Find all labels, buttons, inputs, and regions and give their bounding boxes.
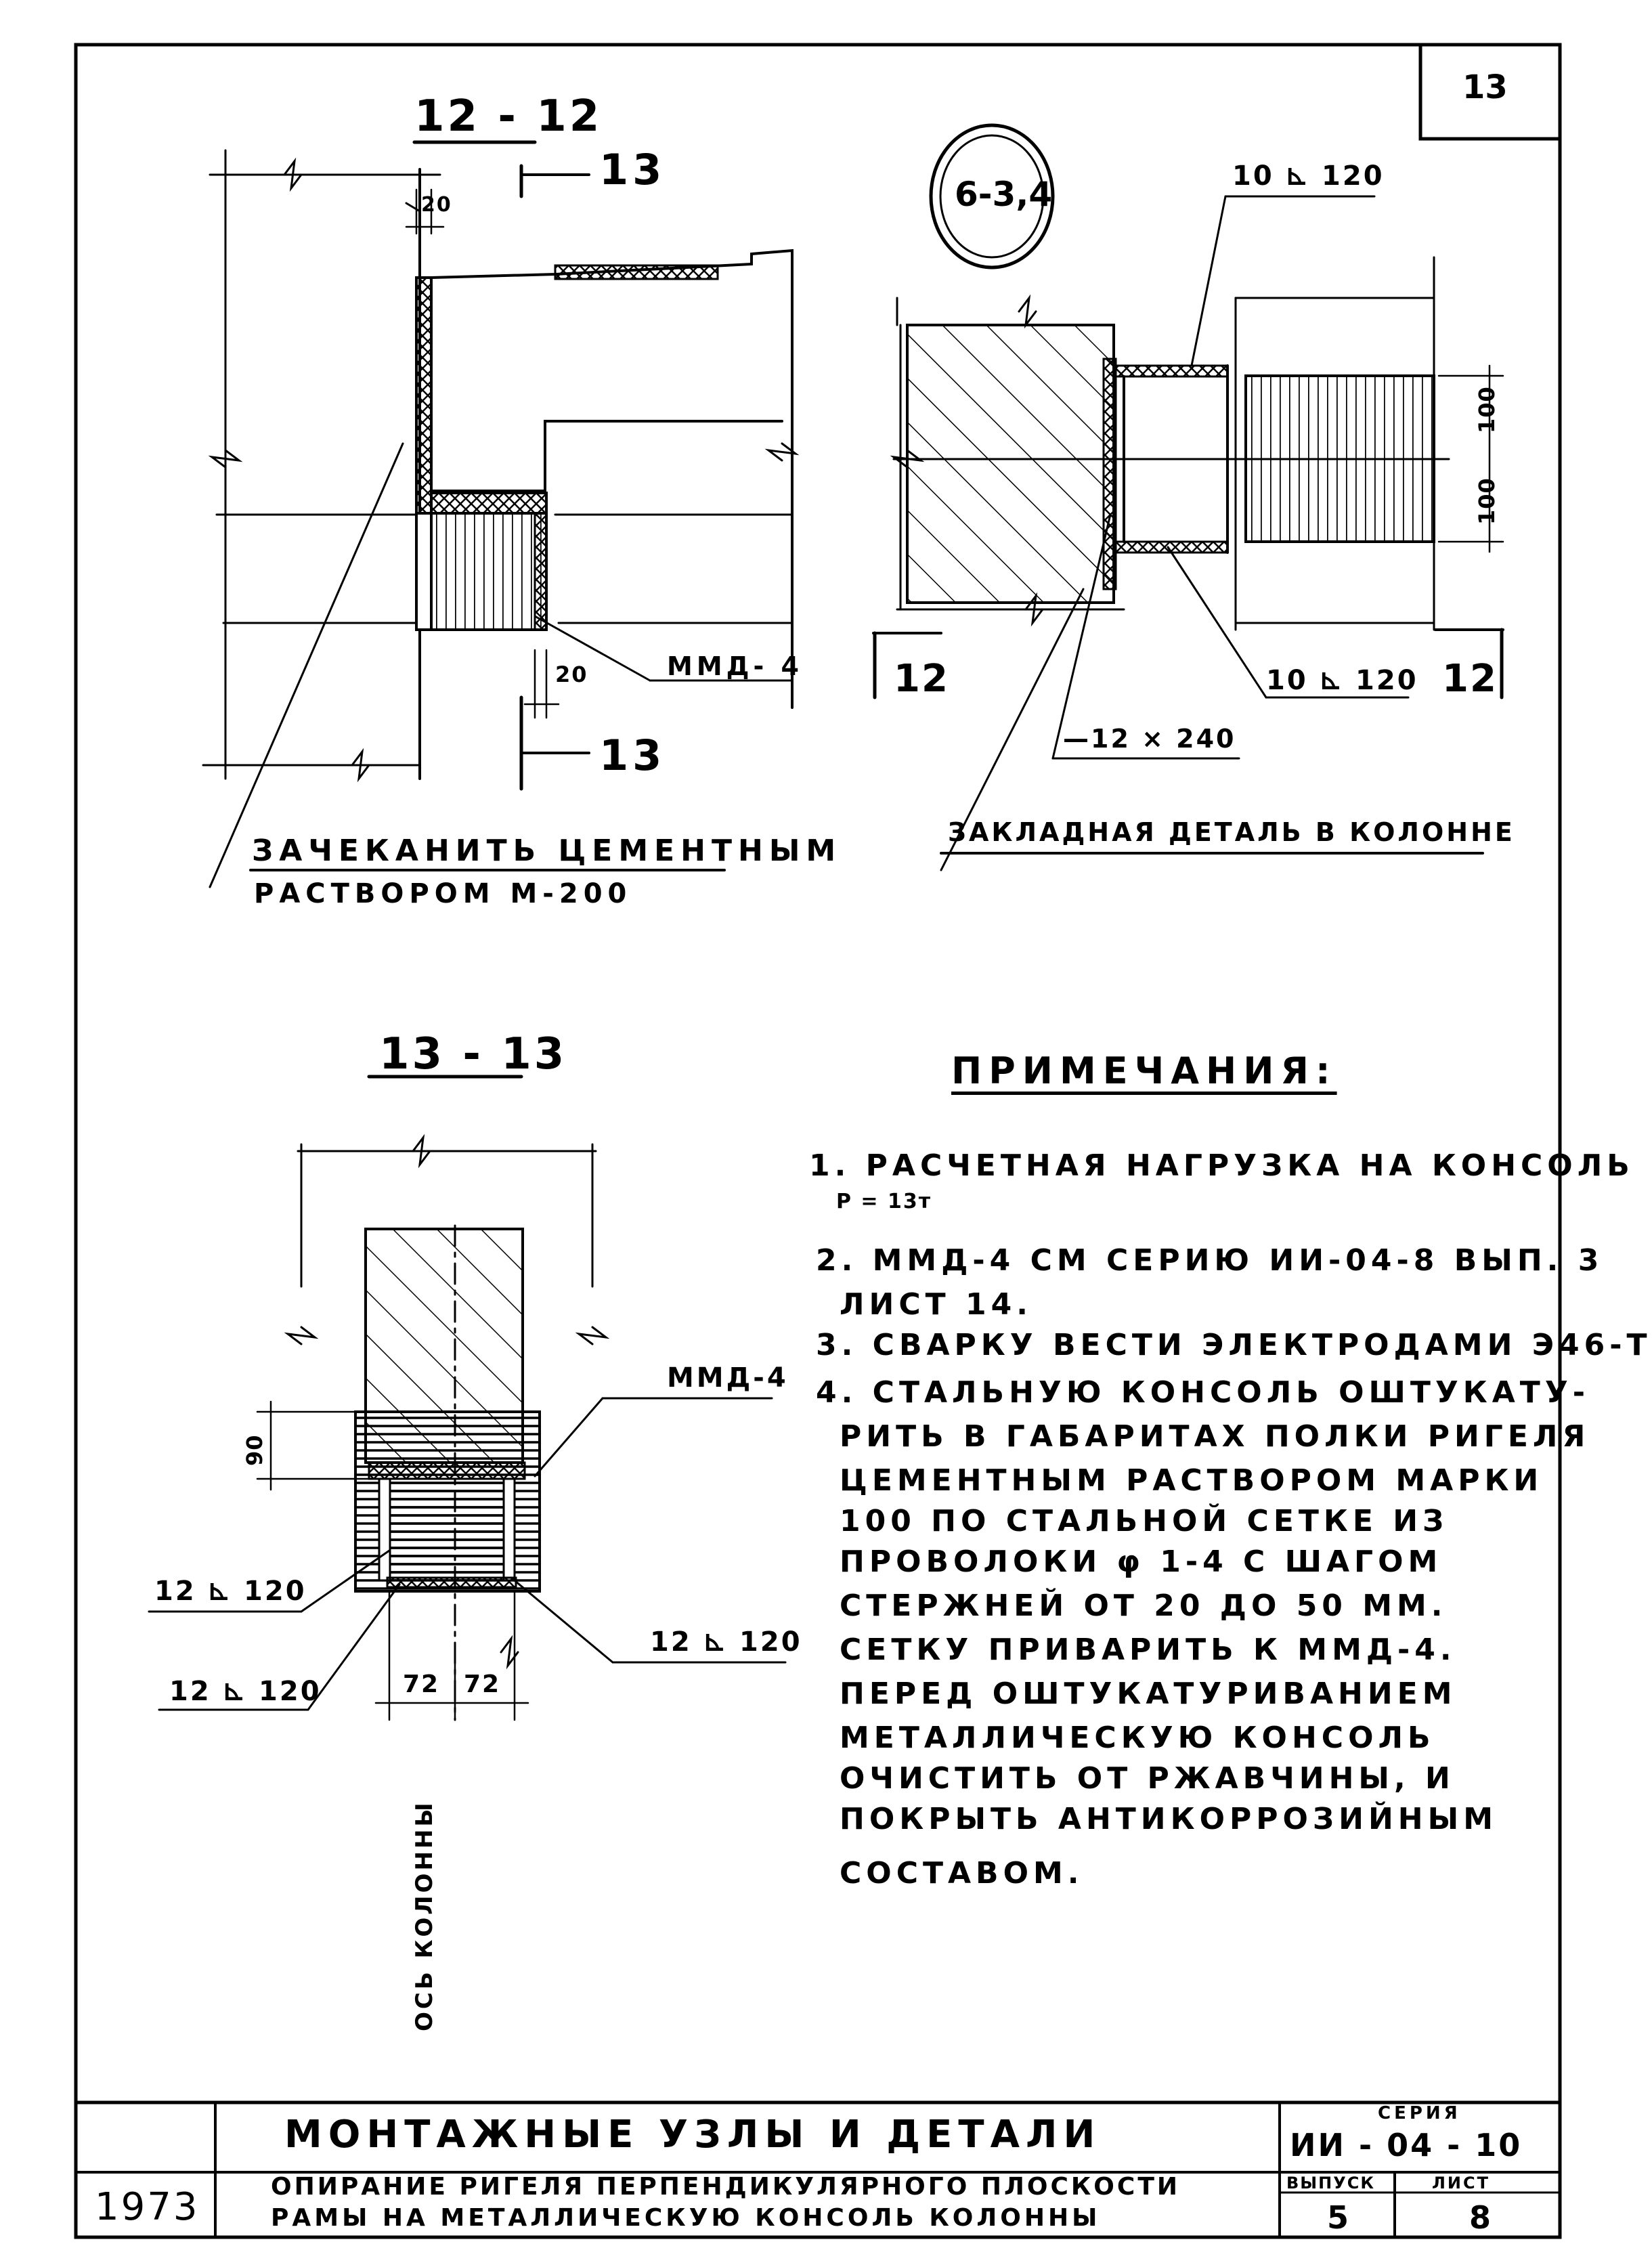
note-line-7: ЦЕМЕНТНЫМ РАСТВОРОМ МАРКИ	[840, 1463, 1544, 1498]
weld-bottom-label: 10 ⊾ 120	[1266, 665, 1418, 696]
dim-72-left: 72	[403, 1670, 440, 1698]
node-circle-label: 6-3,4	[955, 175, 1053, 214]
note-line-16: СОСТАВОМ.	[840, 1856, 1084, 1891]
weld-left-upper: 12 ⊾ 120	[154, 1576, 307, 1607]
sheet-value: 8	[1469, 2199, 1492, 2236]
dim-20-bottom: 20	[555, 662, 588, 687]
note-line-6: РИТЬ В ГАБАРИТАХ ПОЛКИ РИГЕЛЯ	[840, 1419, 1590, 1454]
issue-value: 5	[1327, 2199, 1349, 2236]
section-12-title: 12 - 12	[414, 91, 603, 142]
label-mmd-section-13: ММД-4	[667, 1362, 789, 1394]
note-line-1: 1. РАСЧЕТНАЯ НАГРУЗКА НА КОНСОЛЬ	[809, 1148, 1634, 1183]
caulk-note-line1: ЗАЧЕКАНИТЬ ЦЕМЕНТНЫМ	[252, 834, 842, 868]
section-13-title: 13 - 13	[379, 1029, 567, 1079]
issue-label: ВЫПУСК	[1286, 2174, 1375, 2193]
note-line-2: 2. ММД-4 СМ СЕРИЮ ИИ-04-8 ВЫП. 3	[816, 1243, 1604, 1278]
embedded-part-label: ЗАКЛАДНАЯ ДЕТАЛЬ В КОЛОННЕ	[948, 817, 1515, 847]
section-12-12	[202, 140, 800, 888]
weld-top-label: 10 ⊾ 120	[1232, 160, 1385, 192]
series-label: СЕРИЯ	[1378, 2103, 1461, 2123]
series-value: ИИ - 04 - 10	[1290, 2127, 1523, 2163]
note-line-3: ЛИСТ 14.	[840, 1287, 1032, 1322]
plate-label: —12 × 240	[1063, 724, 1236, 754]
note-line-9: ПРОВОЛОКИ φ 1-4 С ШАГОМ	[840, 1545, 1443, 1579]
title-main: МОНТАЖНЫЕ УЗЛЫ И ДЕТАЛИ	[284, 2113, 1102, 2157]
section-13-13	[148, 1075, 787, 1721]
note-line-15: ПОКРЫТЬ АНТИКОРРОЗИЙНЫМ	[840, 1802, 1498, 1836]
cut-label-12-right: 12	[1442, 657, 1498, 701]
note-line-10: СТЕРЖНЕЙ ОТ 20 ДО 50 ММ.	[840, 1589, 1448, 1623]
dim-100-bottom: 100	[1474, 477, 1500, 525]
label-mmd-section-12: ММД- 4	[667, 651, 803, 681]
dim-20-top: 20	[421, 193, 452, 217]
sheet-number: 13	[1462, 68, 1508, 106]
sheet-frame	[74, 43, 1562, 2239]
node-6-detail	[872, 123, 1504, 871]
cut-label-13-bottom: 13	[599, 731, 666, 780]
note-line-14: ОЧИСТИТЬ ОТ РЖАВЧИНЫ, И	[840, 1761, 1455, 1796]
note-load-value: Р = 13т	[836, 1190, 932, 1213]
note-line-5: 4. СТАЛЬНУЮ КОНСОЛЬ ОШТУКАТУ-	[816, 1375, 1590, 1410]
note-line-11: СЕТКУ ПРИВАРИТЬ К ММД-4.	[840, 1633, 1456, 1667]
dim-90: 90	[242, 1434, 267, 1466]
cut-label-13-top: 13	[599, 145, 666, 194]
note-line-4: 3. СВАРКУ ВЕСТИ ЭЛЕКТРОДАМИ Э46-Т	[816, 1328, 1652, 1362]
caulk-note-line2: РАСТВОРОМ М-200	[254, 878, 632, 909]
title-block	[76, 2100, 1560, 2237]
notes-heading: ПРИМЕЧАНИЯ:	[951, 1050, 1337, 1092]
weld-left-lower: 12 ⊾ 120	[169, 1676, 322, 1707]
drawing-sheet	[74, 43, 1562, 2239]
sheet-label: ЛИСТ	[1432, 2174, 1491, 2193]
note-line-8: 100 ПО СТАЛЬНОЙ СЕТКЕ ИЗ	[840, 1504, 1449, 1538]
title-subtitle-line1: ОПИРАНИЕ РИГЕЛЯ ПЕРПЕНДИКУЛЯРНОГО ПЛОСКО…	[271, 2173, 1181, 2201]
weld-right: 12 ⊾ 120	[650, 1626, 802, 1658]
dim-72-right: 72	[464, 1670, 501, 1698]
note-line-13: МЕТАЛЛИЧЕСКУЮ КОНСОЛЬ	[840, 1721, 1435, 1755]
note-line-12: ПЕРЕД ОШТУКАТУРИВАНИЕМ	[840, 1677, 1457, 1711]
dim-100-top: 100	[1474, 386, 1500, 433]
column-axis-label: ОСЬ КОЛОННЫ	[411, 1800, 438, 2031]
cut-label-12-left: 12	[894, 657, 949, 701]
title-year: 1973	[95, 2185, 200, 2229]
title-subtitle-line2: РАМЫ НА МЕТАЛЛИЧЕСКУЮ КОНСОЛЬ КОЛОННЫ	[271, 2204, 1101, 2232]
